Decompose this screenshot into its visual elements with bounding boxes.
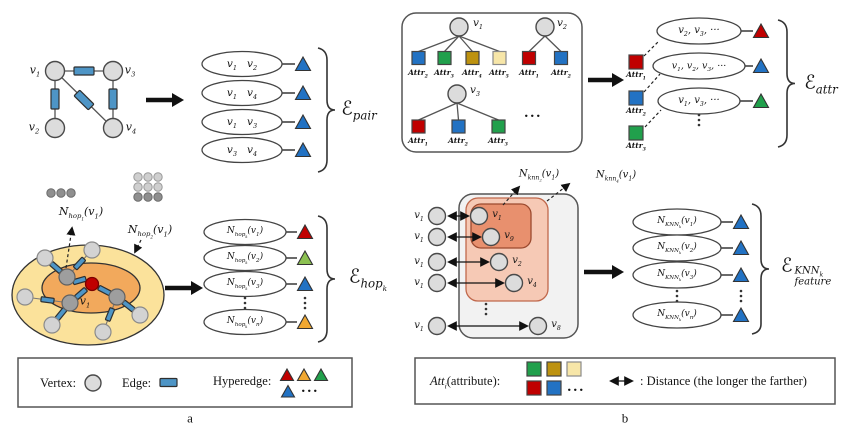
knn-source-label: v1 — [414, 320, 424, 333]
attr-label: Attr2 — [448, 135, 468, 148]
legend-b-box — [414, 357, 836, 405]
feature-hyperedge-row: NKNNk(v3) — [657, 269, 697, 282]
epsilon-pair-label: ℰpair — [341, 97, 377, 123]
hop1-dots-icon — [46, 188, 76, 198]
knn-target-label: v1 — [492, 209, 502, 222]
feature-hyperedge-row: NKNNk(vn) — [657, 309, 697, 322]
panel-b-caption: b — [621, 410, 629, 426]
attr-label: Attr4 — [462, 67, 482, 80]
attr-hyperedge-list — [628, 17, 796, 148]
legend-hyperedge-label: Hyperedge: — [213, 373, 272, 388]
attr-trees-box — [401, 12, 583, 153]
attr-label: Attr2 — [408, 67, 428, 80]
attr-square-label: Attr1 — [626, 69, 646, 82]
vertex-label-v2: v2 — [28, 120, 40, 136]
pair-hyperedge-row: v3 v4 — [226, 143, 258, 158]
vertical-ellipsis-icon — [243, 296, 307, 310]
legend-att-label: Atti(attribute): — [430, 373, 501, 391]
attr-label: Attr2 — [551, 67, 571, 80]
vertical-ellipsis-icon — [484, 302, 488, 316]
panel-a-caption: a — [187, 410, 193, 426]
tree-vertex-label: v3 — [469, 83, 481, 98]
pair-hyperedge-list — [201, 47, 336, 173]
flow-arrow-hop — [165, 281, 203, 295]
attr-label: Attr1 — [408, 135, 428, 148]
knn-target-label: v9 — [504, 230, 514, 243]
nknn2-label: Nknn2(v1) — [518, 168, 560, 183]
vertex-label-v1: v1 — [29, 63, 41, 79]
knn-box — [427, 182, 579, 339]
attr-label: Attr1 — [519, 67, 539, 80]
hop-hyperedge-row: Nhopk(v3) — [226, 278, 264, 291]
flow-arrow-attr — [588, 73, 624, 87]
flow-arrow-pair — [146, 93, 184, 107]
attr-box-more-dots: ··· — [523, 109, 543, 125]
knn-source-label: v1 — [414, 210, 424, 223]
attr-label: Attr5 — [489, 67, 509, 80]
knn-target-label: v2 — [512, 255, 522, 268]
hop-hyperedge-row: Nhopk(vn) — [226, 316, 264, 329]
feature-hyperedge-list — [632, 203, 770, 335]
legend-distance-label: : Distance (the longer the farther) — [640, 373, 807, 388]
hop2-dots-icon — [133, 172, 163, 202]
hop-cluster — [11, 172, 165, 346]
tree-vertex-label: v2 — [556, 16, 568, 31]
attr-hyperedge-row: v2, v3, ··· — [678, 25, 720, 38]
attr-square-label: Attr2 — [626, 105, 646, 118]
vertex-label-v4: v4 — [125, 120, 137, 136]
knn-target-label: v8 — [551, 319, 561, 332]
vertex-label-v3: v3 — [124, 63, 136, 79]
feature-hyperedge-row: NKNNk(v1) — [657, 216, 697, 229]
attr-hyperedge-row: v1, v3, ··· — [678, 95, 720, 108]
flow-arrow-feature — [584, 265, 624, 279]
graph-a — [44, 60, 124, 139]
hop-center-vertex-label: v1 — [79, 294, 91, 310]
hop-hyperedge-row: Nhopk(v1) — [226, 226, 264, 239]
legend-vertex-label: Vertex: — [40, 375, 77, 390]
legend-edge-label: Edge: — [122, 375, 152, 390]
attr-hyperedge-row: v1, v2, v3, ··· — [671, 60, 727, 74]
tree-vertex-label: v1 — [472, 16, 484, 31]
knn-source-label: v1 — [414, 231, 424, 244]
knn-target-label: v4 — [527, 276, 537, 289]
knn-source-label: v1 — [414, 277, 424, 290]
knn-source-label: v1 — [414, 256, 424, 269]
vertical-ellipsis-icon — [675, 289, 743, 303]
pair-hyperedge-row: v1 v4 — [226, 86, 258, 101]
pair-hyperedge-row: v1 v2 — [226, 57, 258, 72]
feature-hyperedge-row: NKNNk(v2) — [657, 242, 697, 255]
epsilon-attr-label: ℰattr — [804, 71, 838, 97]
attr-square-label: Attr3 — [626, 140, 646, 153]
hop-hyperedge-row: Nhopk(v2) — [226, 252, 264, 265]
pair-hyperedge-row: v1 v3 — [226, 115, 258, 130]
hop-hyperedge-list — [203, 215, 336, 343]
legend-more-dots: ··· — [301, 384, 320, 400]
vertical-ellipsis-icon — [697, 113, 701, 127]
legend-b-more-dots: ··· — [567, 383, 586, 399]
nhop1-label: Nhop1(v1) — [58, 205, 104, 222]
attr-label: Attr3 — [488, 135, 508, 148]
legend-a-box — [17, 357, 353, 408]
nknn4-label: Nknn4(v1) — [595, 169, 637, 184]
nhop2-label: Nhop2(v1) — [127, 223, 173, 240]
epsilon-hop-label: ℰhopk — [348, 265, 388, 293]
attr-label: Attr3 — [434, 67, 454, 80]
